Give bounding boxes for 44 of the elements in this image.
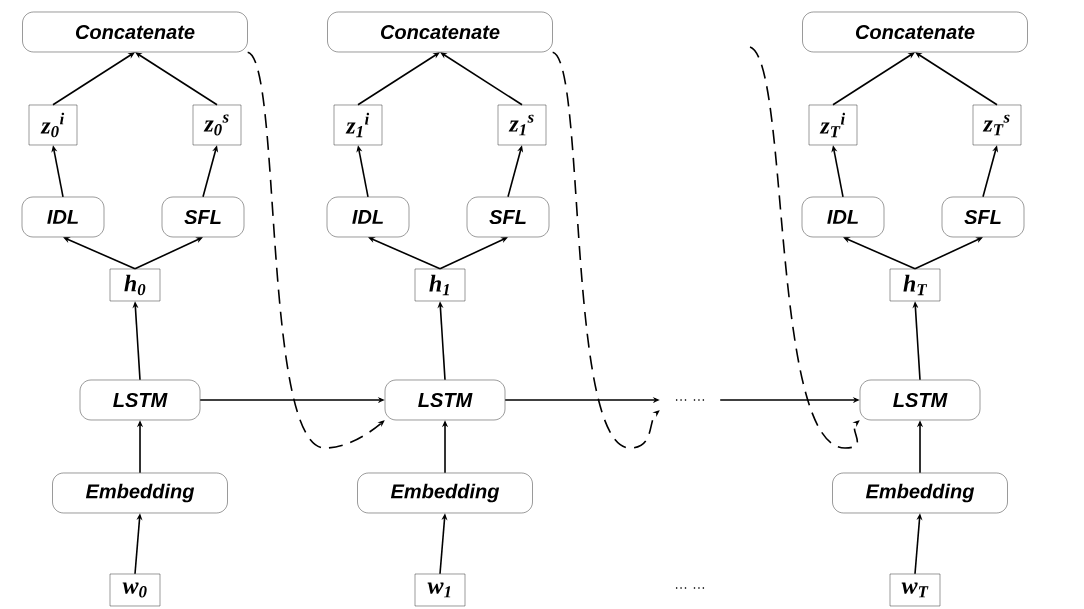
concatenate-box: Concatenate bbox=[802, 11, 1028, 53]
concatenate-box: Concatenate bbox=[327, 11, 553, 53]
arrow bbox=[368, 237, 441, 270]
arrow bbox=[357, 52, 440, 106]
arrow bbox=[843, 237, 916, 270]
arrow bbox=[135, 52, 218, 106]
ellipsis-text: … … bbox=[675, 399, 705, 401]
embedding-box: Embedding bbox=[357, 472, 533, 514]
state-box: h$_{1}$ bbox=[414, 268, 466, 302]
arrow bbox=[832, 52, 915, 106]
dashed-arrow bbox=[551, 51, 660, 449]
arrow bbox=[914, 237, 983, 270]
vector-box: z$_{1}$i bbox=[333, 104, 383, 146]
embedding-box: Embedding bbox=[832, 472, 1008, 514]
dashed-arrow bbox=[749, 46, 860, 449]
embedding-box: Embedding bbox=[52, 472, 228, 514]
vector-box: z$_{T}$i bbox=[808, 104, 858, 146]
arrow bbox=[52, 52, 135, 106]
layer-box: IDL bbox=[801, 196, 885, 238]
arrow bbox=[439, 237, 508, 270]
dashed-arrow bbox=[246, 51, 385, 449]
word-box: w$_{1}$ bbox=[414, 573, 466, 607]
state-box: h$_{T}$ bbox=[889, 268, 941, 302]
vector-box: z$_{1}$s bbox=[497, 104, 547, 146]
word-box: w$_{T}$ bbox=[889, 573, 941, 607]
layer-box: SFL bbox=[941, 196, 1025, 238]
layer-box: SFL bbox=[466, 196, 550, 238]
arrow bbox=[915, 52, 998, 106]
vector-box: z$_{0}$i bbox=[28, 104, 78, 146]
layer-box: SFL bbox=[161, 196, 245, 238]
word-box: w$_{0}$ bbox=[109, 573, 161, 607]
layer-box: IDL bbox=[326, 196, 410, 238]
arrow bbox=[134, 237, 203, 270]
layer-box: IDL bbox=[21, 196, 105, 238]
concatenate-box: Concatenate bbox=[22, 11, 248, 53]
arrow bbox=[63, 237, 136, 270]
vector-box: z$_{0}$s bbox=[192, 104, 242, 146]
state-box: h$_{0}$ bbox=[109, 268, 161, 302]
lstm-box: LSTM bbox=[79, 379, 201, 421]
lstm-box: LSTM bbox=[859, 379, 981, 421]
lstm-box: LSTM bbox=[384, 379, 506, 421]
arrow bbox=[440, 52, 523, 106]
ellipsis-text: … … bbox=[675, 587, 705, 589]
vector-box: z$_{T}$s bbox=[972, 104, 1022, 146]
